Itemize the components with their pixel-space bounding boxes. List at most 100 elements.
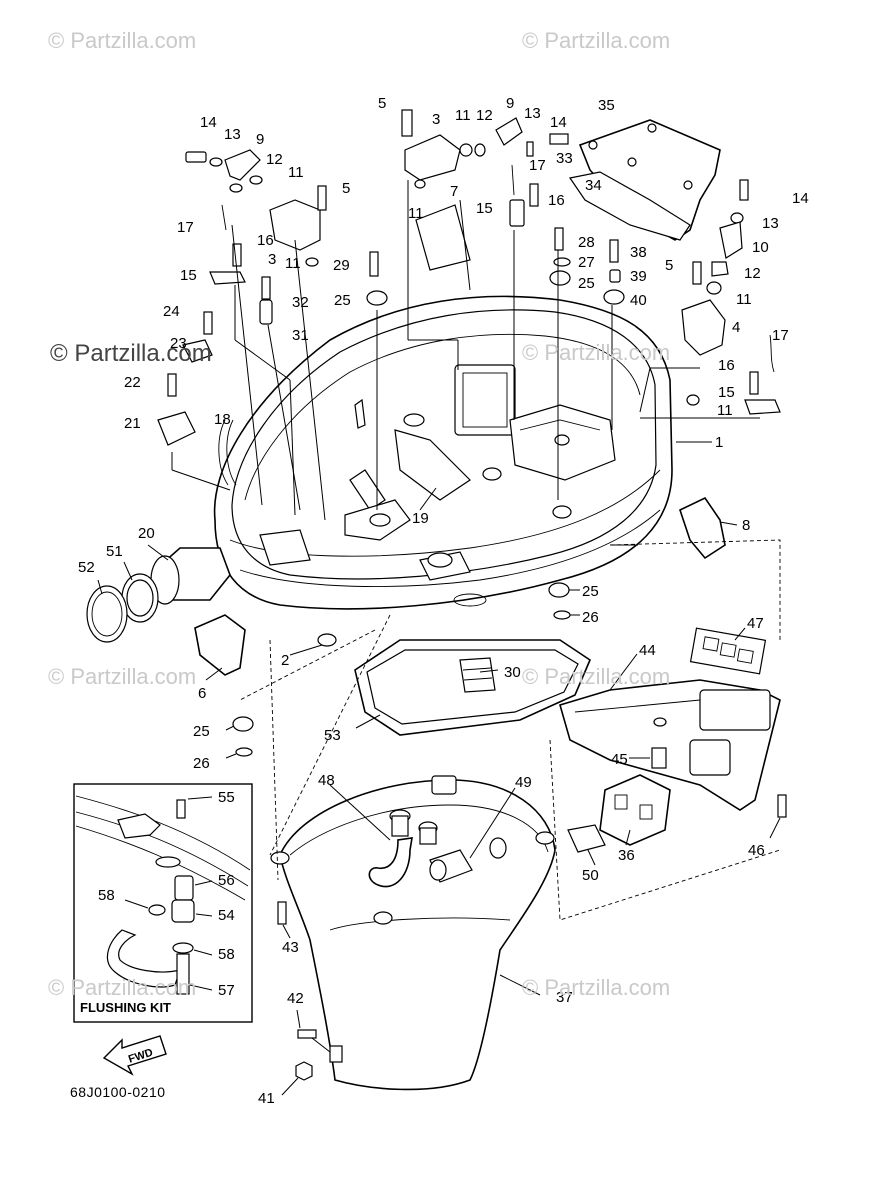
callout-45: 45 <box>611 751 628 768</box>
callout-15: 15 <box>476 200 493 217</box>
callout-6: 6 <box>198 685 206 702</box>
fwd-arrow-icon: FWD <box>102 1035 167 1076</box>
callout-8: 8 <box>742 517 750 534</box>
callout-17: 17 <box>177 219 194 236</box>
callout-42: 42 <box>287 990 304 1007</box>
callout-15: 15 <box>180 267 197 284</box>
callout-16: 16 <box>257 232 274 249</box>
callout-14: 14 <box>792 190 809 207</box>
callout-11: 11 <box>288 164 304 181</box>
callout-17: 17 <box>529 157 546 174</box>
callout-22: 22 <box>124 374 141 391</box>
callout-31: 31 <box>292 327 309 344</box>
callout-11: 11 <box>408 205 424 222</box>
small-parts <box>86 109 787 1081</box>
callout-14: 14 <box>200 114 217 131</box>
callout-26: 26 <box>582 609 599 626</box>
callout-37: 37 <box>556 989 573 1006</box>
lower-cover <box>270 775 556 1091</box>
callout-23: 23 <box>170 335 187 352</box>
callout-11: 11 <box>285 255 301 272</box>
callout-51: 51 <box>106 543 123 560</box>
callout-47: 47 <box>747 615 764 632</box>
diagram-part-number: 68J0100-0210 <box>70 1084 166 1100</box>
callout-38: 38 <box>630 244 647 261</box>
callout-24: 24 <box>163 303 180 320</box>
watermark: © Partzilla.com <box>522 340 671 365</box>
callout-16: 16 <box>718 357 735 374</box>
callout-48: 48 <box>318 772 335 789</box>
callout-13: 13 <box>524 105 541 122</box>
callout-12: 12 <box>744 265 761 282</box>
leader-lines <box>97 180 781 1096</box>
callout-labels: 5 3 11 12 9 13 14 35 33 17 34 16 15 7 11… <box>78 95 809 1107</box>
callout-54: 54 <box>218 907 235 924</box>
callout-18: 18 <box>214 411 231 428</box>
callout-16: 16 <box>548 192 565 209</box>
callout-11: 11 <box>736 291 752 308</box>
callout-49: 49 <box>515 774 532 791</box>
watermark: © Partzilla.com <box>48 975 197 1000</box>
callout-25: 25 <box>334 292 351 309</box>
callout-12: 12 <box>476 107 493 124</box>
callout-5: 5 <box>665 257 673 274</box>
callout-56: 56 <box>218 872 235 889</box>
callout-55: 55 <box>218 789 235 806</box>
callout-32: 32 <box>292 294 309 311</box>
watermark: © Partzilla.com <box>522 28 671 53</box>
callout-12: 12 <box>266 151 283 168</box>
callout-57: 57 <box>218 982 235 999</box>
callout-39: 39 <box>630 268 647 285</box>
callout-30: 30 <box>504 664 521 681</box>
callout-14: 14 <box>550 114 567 131</box>
callout-43: 43 <box>282 939 299 956</box>
callout-5: 5 <box>378 95 386 112</box>
callout-10: 10 <box>752 239 769 256</box>
callout-26: 26 <box>193 755 210 772</box>
callout-28: 28 <box>578 234 595 251</box>
callout-53: 53 <box>324 727 341 744</box>
callout-29: 29 <box>333 257 350 274</box>
callout-25: 25 <box>193 723 210 740</box>
callout-41: 41 <box>258 1090 275 1107</box>
callout-25: 25 <box>578 275 595 292</box>
callout-13: 13 <box>762 215 779 232</box>
flushing-kit-box <box>73 783 253 1023</box>
gasket <box>354 639 591 736</box>
callout-17: 17 <box>772 327 789 344</box>
callout-9: 9 <box>506 95 514 112</box>
callout-34: 34 <box>585 177 602 194</box>
callout-36: 36 <box>618 847 635 864</box>
callout-46: 46 <box>748 842 765 859</box>
watermark: © Partzilla.com <box>48 28 197 53</box>
callout-20: 20 <box>138 525 155 542</box>
callout-52: 52 <box>78 559 95 576</box>
callout-15: 15 <box>718 384 735 401</box>
callout-25: 25 <box>582 583 599 600</box>
callout-35: 35 <box>598 97 615 114</box>
watermark: © Partzilla.com <box>48 664 197 689</box>
callout-19: 19 <box>412 510 429 527</box>
callout-58: 58 <box>218 946 235 963</box>
callout-33: 33 <box>556 150 573 167</box>
watermark: © Partzilla.com <box>522 975 671 1000</box>
callout-11: 11 <box>717 402 733 419</box>
callout-7: 7 <box>450 183 458 200</box>
bracket <box>559 627 781 853</box>
callout-3: 3 <box>432 111 440 128</box>
callout-58: 58 <box>98 887 115 904</box>
callout-2: 2 <box>281 652 289 669</box>
callout-4: 4 <box>732 319 740 336</box>
callout-13: 13 <box>224 126 241 143</box>
callout-9: 9 <box>256 131 264 148</box>
top-plate <box>568 119 721 241</box>
callout-21: 21 <box>124 415 141 432</box>
callout-50: 50 <box>582 867 599 884</box>
callout-27: 27 <box>578 254 595 271</box>
watermark: © Partzilla.com <box>50 340 212 367</box>
callout-44: 44 <box>639 642 656 659</box>
callout-1: 1 <box>715 434 723 451</box>
watermark: © Partzilla.com <box>522 664 671 689</box>
flushing-kit-label: FLUSHING KIT <box>80 1000 171 1015</box>
